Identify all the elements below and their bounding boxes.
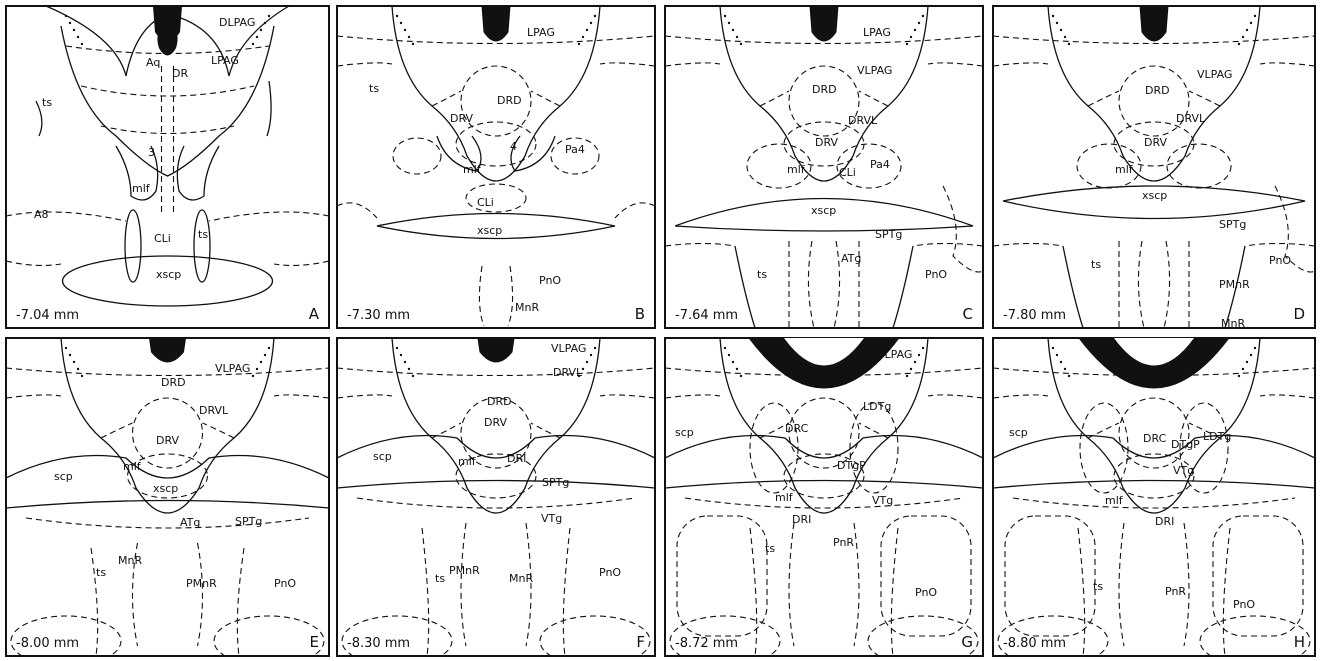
panel-letter: F	[636, 633, 645, 651]
region-label: ts	[1091, 258, 1101, 271]
region-label: PnO	[599, 566, 621, 579]
region-label: xscp	[811, 204, 836, 217]
region-label: PnO	[274, 577, 296, 590]
region-label: mlf	[132, 182, 151, 195]
region-label: xscp	[1142, 189, 1167, 202]
panel-letter: A	[309, 305, 320, 323]
panel-e: AqDRDVLPAGDRVLDRVmlfscpxscpATgSPTgMnRtsP…	[6, 338, 329, 656]
region-label: VTg	[1173, 464, 1194, 477]
region-label: DRVL	[199, 404, 229, 417]
region-label: scp	[54, 470, 73, 483]
region-label: DR	[172, 67, 188, 80]
region-label: MnR	[1221, 317, 1245, 330]
panel-letter: H	[1294, 633, 1305, 651]
region-label: DTgP	[1171, 438, 1200, 451]
region-label: PnO	[915, 586, 937, 599]
region-label: SPTg	[1219, 218, 1246, 231]
section-coordinate: -7.30 mm	[347, 308, 410, 323]
section-coordinate: -8.80 mm	[1003, 636, 1066, 651]
section-coordinate: -8.00 mm	[16, 636, 79, 651]
section-coordinate: -7.64 mm	[675, 308, 738, 323]
region-label: DRV	[156, 434, 180, 447]
region-label: mlf	[1115, 163, 1134, 176]
region-label: xscp	[477, 224, 502, 237]
region-label: PMnR	[449, 564, 480, 577]
region-label: VTg	[872, 494, 893, 507]
panel-c: AqLPAGVLPAGDRDDRVLDRVPa4mlfCLixscpSPTgts…	[665, 6, 983, 328]
region-label: PnR	[1165, 585, 1186, 598]
panel-letter: B	[635, 305, 645, 323]
region-label: VTg	[541, 512, 562, 525]
region-label: A8	[34, 208, 49, 221]
region-label: PnO	[1233, 598, 1255, 611]
region-label: scp	[675, 426, 694, 439]
region-label: LPAG	[527, 26, 555, 39]
region-label: ts	[42, 96, 52, 109]
region-label: xscp	[156, 268, 181, 281]
region-label: SPTg	[235, 515, 262, 528]
panel-letter: D	[1293, 305, 1305, 323]
region-label: Pa4	[870, 158, 890, 171]
region-label: VLPAG	[215, 362, 250, 375]
region-label: DRV	[484, 416, 508, 429]
region-label: DRI	[792, 513, 811, 526]
region-label: xscp	[153, 482, 178, 495]
region-label: DRD	[1145, 84, 1170, 97]
region-label: DRV	[450, 112, 474, 125]
region-label: ts	[757, 268, 767, 281]
region-label: ts	[435, 572, 445, 585]
region-label: CLi	[477, 196, 494, 209]
region-label: LPAG	[863, 26, 891, 39]
region-label: ts	[369, 82, 379, 95]
region-label: DRI	[1155, 515, 1174, 528]
section-coordinate: -8.72 mm	[675, 636, 738, 651]
panel-b: AqLPAGtsDRDDRV4Pa4mlfCLixscpPnOMnR-7.30 …	[337, 6, 655, 328]
region-label: MnR	[118, 554, 142, 567]
region-label: PMnR	[186, 577, 217, 590]
region-label: MnR	[515, 301, 539, 314]
region-label: Aq	[146, 56, 160, 69]
region-label: scp	[1009, 426, 1028, 439]
panel-d: AqVLPAGDRDDRVLDRVmlfxscpSPTgtsPnOPMnRMnR…	[993, 6, 1315, 330]
region-label: ts	[96, 566, 106, 579]
section-coordinate: -7.04 mm	[16, 308, 79, 323]
region-label: VLPAG	[857, 64, 892, 77]
region-label: DRD	[487, 395, 512, 408]
region-label: VLPAG	[1197, 68, 1232, 81]
region-label: DRC	[785, 422, 809, 435]
region-label: MnR	[509, 572, 533, 585]
region-label: mlf	[787, 163, 806, 176]
section-coordinate: -7.80 mm	[1003, 308, 1066, 323]
region-label: DRD	[161, 376, 186, 389]
region-label: Pa4	[565, 143, 585, 156]
region-label: DLPAG	[219, 16, 255, 29]
section-coordinate: -8.30 mm	[347, 636, 410, 651]
region-label: PnO	[925, 268, 947, 281]
region-label: ts	[198, 228, 208, 241]
region-label: ATg	[841, 252, 861, 265]
panel-letter: E	[310, 633, 319, 651]
region-label: CLi	[154, 232, 171, 245]
region-label: VLPAG	[551, 342, 586, 355]
region-label: DRD	[812, 83, 837, 96]
region-label: DRD	[497, 94, 522, 107]
panel-frame	[337, 6, 655, 328]
panel-letter: C	[963, 305, 973, 323]
region-label: PnR	[833, 536, 854, 549]
panel-letter: G	[961, 633, 973, 651]
region-label: mlf	[1105, 494, 1124, 507]
region-label: PMnR	[1219, 278, 1250, 291]
panel-frame	[337, 338, 655, 656]
panel-frame	[993, 6, 1315, 328]
region-label: scp	[373, 450, 392, 463]
region-label: DRV	[815, 136, 839, 149]
region-label: PnO	[1269, 254, 1291, 267]
region-label: PnO	[539, 274, 561, 287]
region-label: DRC	[1143, 432, 1167, 445]
region-label: DRV	[1144, 136, 1168, 149]
